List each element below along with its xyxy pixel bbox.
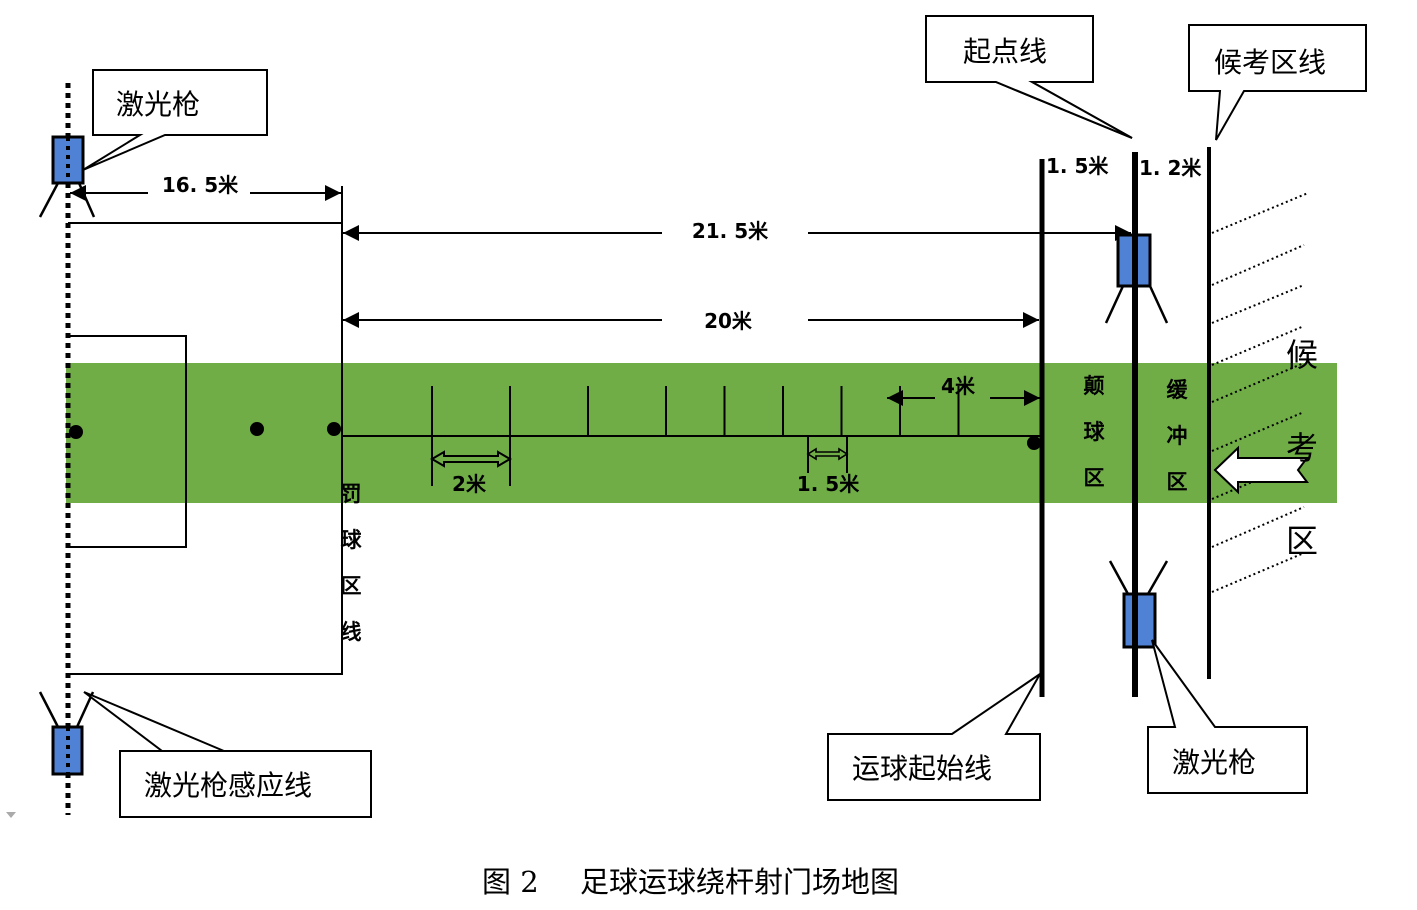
figure-title: 足球运球绕杆射门场地图 (580, 865, 899, 899)
double-arrow-1-5m (806, 447, 849, 461)
penalty-line-chars-char: 区 (341, 574, 362, 598)
waiting-chars-char: 区 (1286, 522, 1318, 560)
laser-gun-top-left (38, 135, 96, 218)
ball (327, 422, 341, 436)
callout-laser-top-left: 激光枪 (82, 69, 268, 171)
laser-gun-top-right (1104, 233, 1169, 324)
penalty-line-chars-char: 球 (341, 528, 363, 552)
juggling-chars-char: 球 (1084, 420, 1106, 444)
dim-4m-label: 4米 (941, 374, 976, 398)
buffer-zone-label: 缓冲区 (1167, 378, 1189, 494)
callout-laser-sensor-line: 激光枪感应线 (83, 691, 372, 818)
goal-area-box (68, 335, 187, 548)
scroll-marker-icon (6, 812, 16, 818)
dim-20m-label: 20米 (704, 309, 753, 333)
penalty-line-chars-char: 线 (341, 620, 362, 644)
callout-waiting-zone-line: 候考区线 (1188, 24, 1367, 141)
dim-16-5m-label: 16. 5米 (162, 173, 239, 197)
waiting-chars-char: 考 (1286, 429, 1318, 467)
waiting-zone-hatching (1211, 192, 1309, 593)
buffer-chars-char: 缓 (1167, 378, 1189, 402)
penalty-line-chars-char: 罚 (341, 482, 362, 506)
ball (69, 425, 83, 439)
callout-start-point-line: 起点线 (925, 15, 1133, 139)
callout-start-point-line-text: 起点线 (963, 35, 1047, 68)
callout-dribble-start-line-text: 运球起始线 (852, 752, 992, 785)
dim-1-5m-top-label: 1. 5米 (1046, 154, 1109, 178)
dim-21-5m-label: 21. 5米 (692, 219, 769, 243)
dim-2m-label: 2米 (452, 472, 487, 496)
waiting-chars-char: 候 (1286, 336, 1318, 374)
double-arrow-2m (430, 450, 512, 468)
callout-laser-top-left-text: 激光枪 (116, 88, 200, 121)
juggling-chars-char: 颠 (1084, 374, 1105, 398)
juggling-zone-label: 颠球区 (1084, 374, 1106, 490)
ball (1027, 436, 1041, 450)
buffer-chars-char: 区 (1167, 470, 1188, 494)
laser-gun-bottom-right (1108, 560, 1169, 649)
ball (250, 422, 264, 436)
callout-laser-bottom-right: 激光枪 (1147, 639, 1308, 794)
entry-arrow-icon (1213, 445, 1309, 495)
juggling-chars-char: 区 (1084, 466, 1105, 490)
figure-number: 图 2 (482, 865, 539, 899)
callout-laser-sensor-line-text: 激光枪感应线 (144, 769, 312, 802)
dim-1-2m-top-label: 1. 2米 (1139, 156, 1202, 180)
dribble-strip (66, 363, 1337, 503)
buffer-chars-char: 冲 (1167, 424, 1188, 448)
callout-laser-bottom-right-text: 激光枪 (1172, 746, 1256, 779)
dim-1-5m-label: 1. 5米 (797, 472, 860, 496)
laser-icon (1122, 592, 1157, 649)
poles (431, 386, 960, 436)
callout-waiting-zone-line-text: 候考区线 (1214, 46, 1326, 79)
waiting-zone-label: 候考区 (1286, 336, 1318, 560)
callout-dribble-start-line: 运球起始线 (827, 673, 1041, 801)
